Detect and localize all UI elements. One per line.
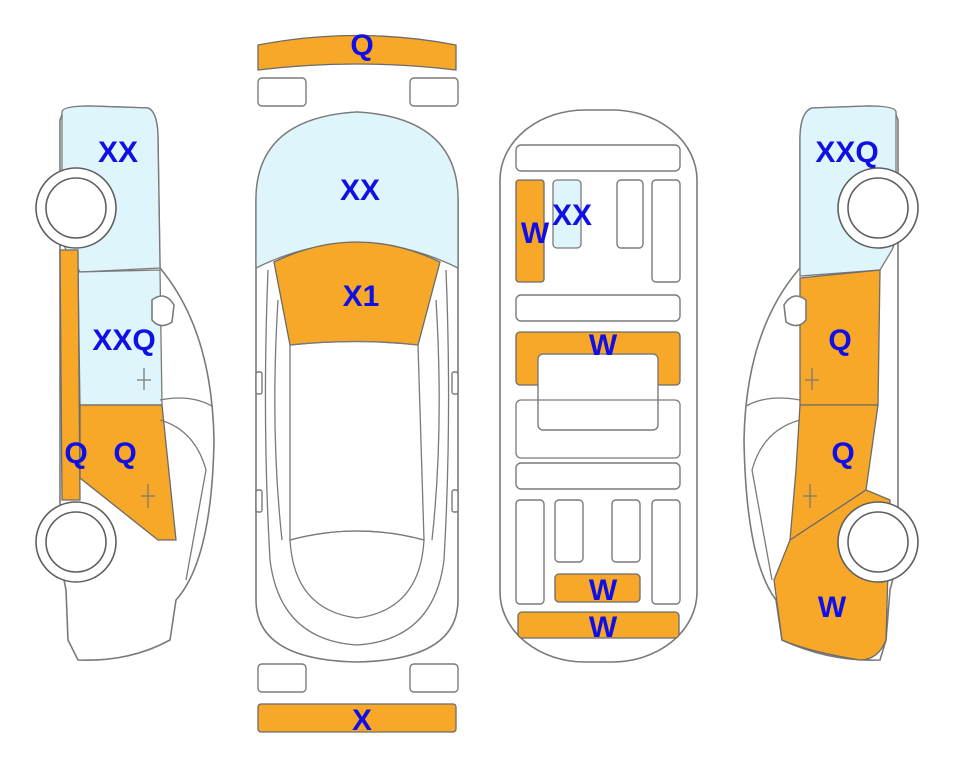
top-view-inner-left xyxy=(274,299,283,541)
left-front-window-label: XX xyxy=(98,136,138,169)
windshield-label: XX xyxy=(340,174,380,207)
sunroof-label: XX xyxy=(552,199,592,232)
rear-bumper-label: X xyxy=(352,704,372,737)
roof-inner-box xyxy=(537,353,659,431)
right-rear-door-label: Q xyxy=(831,437,854,470)
left-rear-door-panel[interactable] xyxy=(79,404,177,541)
front-bumper-group: Q xyxy=(257,29,459,107)
sunroof-panel[interactable] xyxy=(552,179,582,249)
left-front-wheel-hub xyxy=(45,177,107,239)
left-side-door-line xyxy=(159,397,213,407)
roof-rear-slot-1 xyxy=(515,499,545,605)
hood-label: X1 xyxy=(343,280,380,313)
front-bumper-right-block xyxy=(409,77,459,107)
left-mirror-shape xyxy=(151,295,175,327)
right-side-body-line xyxy=(751,419,801,581)
top-left-rail-label: W xyxy=(521,217,550,250)
left-rear-window-label: XXQ xyxy=(92,324,155,357)
roof-mid-bar xyxy=(515,294,681,322)
right-side-car: XXQ Q Q W xyxy=(743,105,919,661)
top-view-car: XX X1 xyxy=(255,111,459,663)
right-rear-handle xyxy=(803,484,817,508)
front-bumper-left-block xyxy=(257,77,307,107)
trunk-lid-label: W xyxy=(589,574,618,607)
right-front-wheel-hub xyxy=(847,177,909,239)
left-side-car: XX XXQ Q Q xyxy=(35,105,215,661)
roof-rear-slot-4 xyxy=(651,499,681,605)
right-front-handle xyxy=(805,368,819,390)
rear-bumper-right-block xyxy=(409,663,459,693)
roof-front-bar xyxy=(515,144,681,172)
top-view-left-side-line xyxy=(264,269,358,646)
front-bumper[interactable] xyxy=(257,34,457,71)
left-side-body-line xyxy=(159,419,207,581)
left-rear-pillar-panel[interactable] xyxy=(59,249,81,501)
roof-rear-slot-2 xyxy=(554,499,584,563)
right-front-door-label: Q xyxy=(828,324,851,357)
left-rear-pillar-label: Q xyxy=(64,437,87,470)
roof-front-slot-4 xyxy=(651,179,681,283)
roof-lower-frame xyxy=(515,399,681,459)
left-rear-handle-shape xyxy=(141,484,155,508)
front-bumper-label: Q xyxy=(350,29,373,62)
roof-view: W XX W W W xyxy=(499,109,698,663)
left-front-handle xyxy=(137,368,151,390)
right-side-door-line xyxy=(745,397,801,407)
top-left-rail-panel[interactable] xyxy=(515,179,545,283)
right-front-window-label: XXQ xyxy=(815,136,878,169)
right-mirror-shape xyxy=(783,295,807,327)
rear-panel-label: W xyxy=(589,611,618,644)
top-view-rear-window xyxy=(289,530,425,619)
roof-front-slot-3 xyxy=(616,179,644,249)
top-view-right-side-line xyxy=(356,269,450,646)
trunk-lid-panel[interactable] xyxy=(554,573,641,603)
right-mirror xyxy=(451,371,459,395)
left-rear-door-label: Q xyxy=(113,437,136,470)
rear-bumper[interactable] xyxy=(257,703,457,733)
right-rear-handle xyxy=(451,489,459,513)
top-view-inner-right xyxy=(431,299,440,541)
left-rear-wheel-hub xyxy=(45,511,107,573)
left-rear-handle xyxy=(255,489,263,513)
right-rear-quarter-label: W xyxy=(818,591,847,624)
rear-panel[interactable] xyxy=(517,611,680,639)
roof-rear-bar xyxy=(515,462,681,490)
left-mirror xyxy=(255,371,263,395)
rear-bumper-group: X xyxy=(257,663,459,737)
roof-rear-slot-3 xyxy=(611,499,641,563)
rear-bumper-left-block xyxy=(257,663,307,693)
roof-label: W xyxy=(589,329,618,362)
right-rear-wheel-hub xyxy=(847,511,909,573)
